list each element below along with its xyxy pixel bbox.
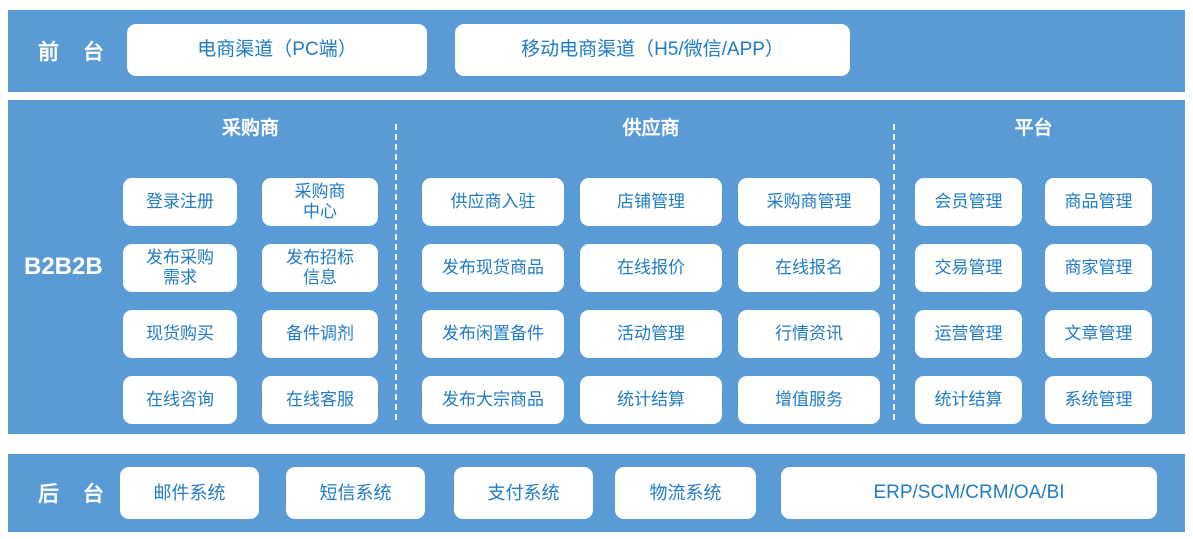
column-supplier: 供应商 供应商入驻 店铺管理 采购商管理 发布现货商品 在线报价 在线报名 发布… [422, 116, 880, 424]
feature-box-online-quote: 在线报价 [580, 244, 722, 292]
back-stage-label: 后 台 [38, 483, 113, 506]
column-purchaser-grid: 登录注册 采购商 中心 发布采购 需求 发布招标 信息 现货购买 备件调剂 在线… [123, 178, 378, 424]
b2b2b-band: B2B2B 采购商 登录注册 采购商 中心 发布采购 需求 发布招标 信息 现货… [8, 100, 1185, 434]
feature-box-supplier-onboarding: 供应商入驻 [422, 178, 564, 226]
feature-box-publish-purchase-demand: 发布采购 需求 [123, 244, 237, 292]
feature-box-merchant-management: 商家管理 [1045, 244, 1152, 292]
column-platform-header: 平台 [1014, 118, 1053, 139]
column-platform-grid: 会员管理 商品管理 交易管理 商家管理 运营管理 文章管理 统计结算 系统管理 [915, 178, 1152, 424]
feature-box-publish-spot-goods: 发布现货商品 [422, 244, 564, 292]
system-box-sms: 短信系统 [286, 467, 425, 519]
back-stage-band: 后 台 邮件系统 短信系统 支付系统 物流系统 ERP/SCM/CRM/OA/B… [8, 454, 1185, 532]
feature-box-system-management: 系统管理 [1045, 376, 1152, 424]
feature-box-online-consult: 在线咨询 [123, 376, 237, 424]
column-purchaser-header: 采购商 [221, 118, 279, 139]
channel-box-pc: 电商渠道（PC端） [127, 24, 427, 76]
feature-box-online-service: 在线客服 [262, 376, 378, 424]
feature-box-publish-idle-parts: 发布闲置备件 [422, 310, 564, 358]
column-divider [395, 124, 397, 420]
feature-box-value-added-services: 增值服务 [738, 376, 880, 424]
feature-box-stats-settlement-supplier: 统计结算 [580, 376, 722, 424]
feature-box-purchaser-center: 采购商 中心 [262, 178, 378, 226]
feature-box-publish-tender-info: 发布招标 信息 [262, 244, 378, 292]
feature-box-operation-management: 运营管理 [915, 310, 1022, 358]
column-supplier-grid: 供应商入驻 店铺管理 采购商管理 发布现货商品 在线报价 在线报名 发布闲置备件… [422, 178, 880, 424]
feature-box-trade-management: 交易管理 [915, 244, 1022, 292]
channel-box-mobile: 移动电商渠道（H5/微信/APP） [455, 24, 850, 76]
column-purchaser: 采购商 登录注册 采购商 中心 发布采购 需求 发布招标 信息 现货购买 备件调… [123, 116, 378, 424]
front-stage-band: 前 台 电商渠道（PC端） 移动电商渠道（H5/微信/APP） [8, 10, 1185, 92]
b2b2b-label: B2B2B [24, 253, 103, 280]
feature-box-product-management: 商品管理 [1045, 178, 1152, 226]
feature-box-spot-purchase: 现货购买 [123, 310, 237, 358]
feature-box-stats-settlement-platform: 统计结算 [915, 376, 1022, 424]
column-platform: 平台 会员管理 商品管理 交易管理 商家管理 运营管理 文章管理 统计结算 系统… [915, 116, 1152, 424]
feature-box-activity-management: 活动管理 [580, 310, 722, 358]
system-box-erp-scm-crm-oa-bi: ERP/SCM/CRM/OA/BI [781, 467, 1157, 519]
feature-box-member-management: 会员管理 [915, 178, 1022, 226]
feature-box-login-register: 登录注册 [123, 178, 237, 226]
feature-box-publish-bulk-goods: 发布大宗商品 [422, 376, 564, 424]
front-stage-label: 前 台 [38, 41, 113, 64]
feature-box-market-news: 行情资讯 [738, 310, 880, 358]
system-box-payment: 支付系统 [454, 467, 593, 519]
feature-box-shop-management: 店铺管理 [580, 178, 722, 226]
feature-box-purchaser-management: 采购商管理 [738, 178, 880, 226]
column-divider [893, 124, 895, 420]
feature-box-online-signup: 在线报名 [738, 244, 880, 292]
system-box-logistics: 物流系统 [615, 467, 756, 519]
column-supplier-header: 供应商 [622, 118, 680, 139]
feature-box-spare-parts-exchange: 备件调剂 [262, 310, 378, 358]
feature-box-article-management: 文章管理 [1045, 310, 1152, 358]
system-box-email: 邮件系统 [120, 467, 259, 519]
